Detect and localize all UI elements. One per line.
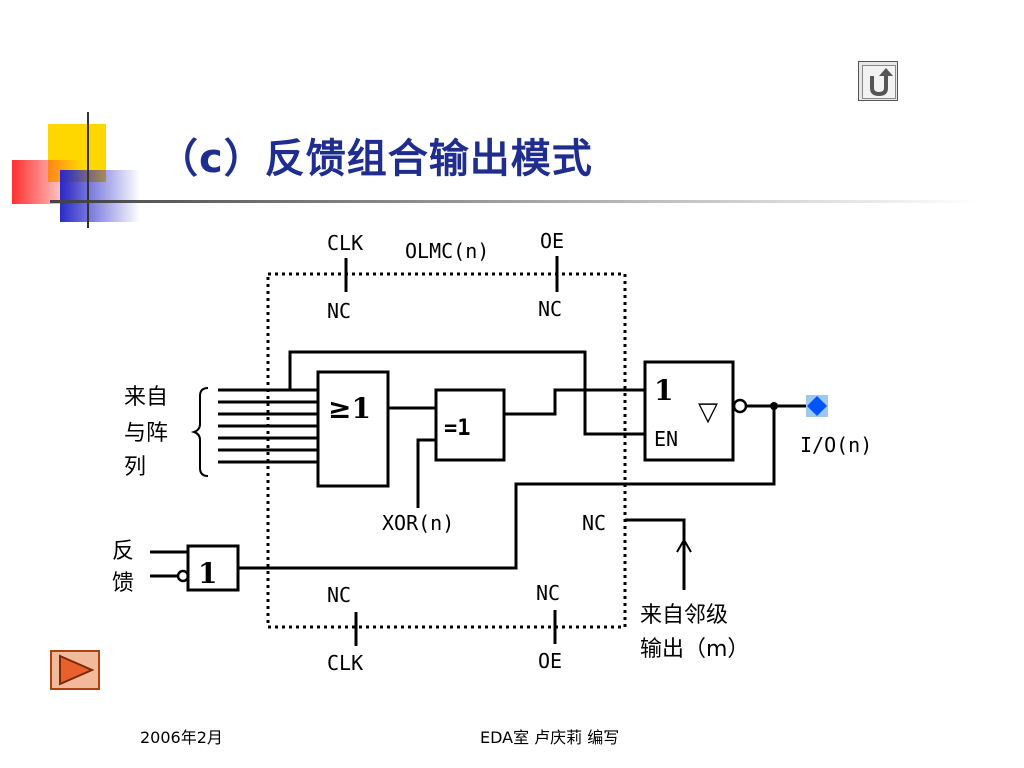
from-array-label-2: 与阵 — [124, 421, 168, 446]
nc-top-right-label: NC — [538, 297, 562, 321]
neighbor-label-1: 来自邻级 — [640, 603, 728, 628]
title-decoration — [12, 112, 980, 228]
from-array-label-3: 列 — [124, 455, 146, 480]
xor-to-tristate-line — [504, 388, 645, 416]
feedback-label-1: 反 — [112, 539, 134, 564]
neighbor-line — [625, 518, 686, 590]
clk-top-label: CLK — [327, 231, 363, 255]
product-term-lines — [218, 388, 318, 464]
from-array-label-1: 来自 — [124, 385, 168, 410]
neighbor-arrow — [676, 538, 692, 553]
or-gate — [316, 370, 390, 488]
or-gate-label: ≥1 — [328, 392, 371, 425]
io-pin-diamond — [807, 396, 827, 416]
oe-bottom-label: OE — [538, 649, 562, 673]
play-triangle-icon — [50, 650, 100, 690]
xor-label: XOR(n) — [382, 511, 454, 535]
feedback-buffer — [186, 544, 240, 592]
nc-bottom-left-label: NC — [327, 583, 351, 607]
tristate-gate-label: 1 — [654, 374, 673, 407]
clk-bottom-label: CLK — [327, 651, 363, 675]
xor-gate-label: =1 — [444, 416, 471, 441]
neighbor-label-2: 输出（m） — [640, 637, 749, 662]
tristate-en-label: EN — [654, 427, 678, 451]
oe-product-line — [218, 350, 645, 436]
oe-top-label: OE — [540, 229, 564, 253]
feedback-path — [238, 406, 776, 570]
olmc-label: OLMC(n) — [405, 239, 489, 263]
footer-date: 2006年2月 — [140, 728, 223, 747]
feedback-label-2: 馈 — [112, 571, 134, 596]
olmc-boundary — [266, 272, 627, 629]
slide-title: （c）反馈组合输出模式 — [158, 136, 593, 182]
xor-gate — [434, 388, 506, 462]
xor-control-line — [416, 438, 436, 508]
feedback-gate-label: 1 — [198, 557, 217, 590]
footer-author: EDA室 卢庆莉 编写 — [480, 728, 620, 747]
nc-bottom-right-label: NC — [536, 581, 560, 605]
tristate-output-bubble — [732, 398, 748, 414]
deco-blue-block — [60, 170, 140, 222]
nc-top-left-label: NC — [327, 299, 351, 323]
tristate-buffer — [643, 360, 735, 462]
input-brace — [190, 387, 209, 477]
tristate-triangle: ▽ — [698, 397, 718, 427]
back-button[interactable] — [858, 61, 898, 101]
return-arrow-icon — [862, 65, 896, 99]
nc-mid-right-label: NC — [582, 511, 606, 535]
io-label: I/O(n) — [800, 433, 872, 457]
next-slide-button[interactable] — [50, 650, 100, 690]
title-underline — [50, 200, 980, 203]
